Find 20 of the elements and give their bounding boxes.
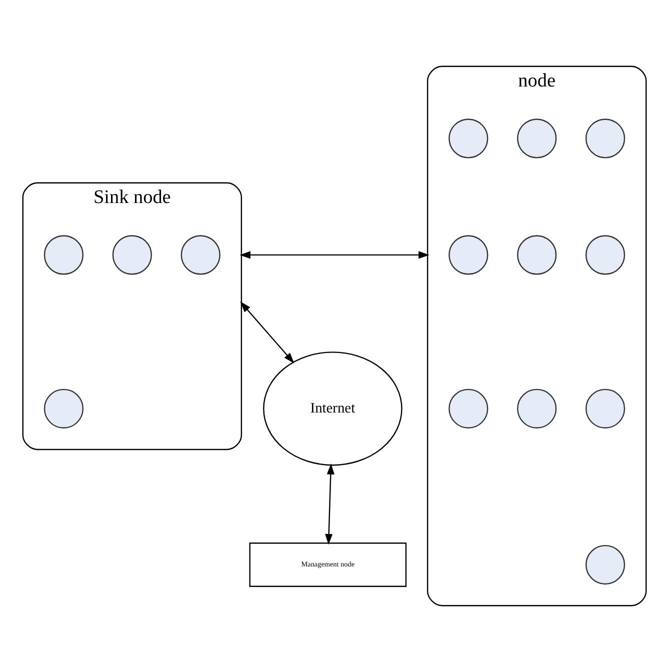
arrow [325,463,334,544]
node-box: Management node [249,542,407,586]
node-circle [448,118,488,158]
node-circle [585,388,626,428]
cluster: Sink node [22,182,242,450]
node-circle [44,388,84,428]
node-circle [585,544,626,584]
node-circle [517,234,557,274]
node-circle [448,234,488,274]
node-circle [585,234,626,274]
node-circle [517,118,557,158]
arrow [240,301,294,363]
node-circle [44,234,84,274]
node-circle [180,234,220,274]
cluster: node [426,65,647,606]
node-circle [112,234,152,274]
node-circle [585,118,626,158]
node-circle [517,388,557,428]
arrow [240,250,430,258]
node-circle [448,388,488,428]
